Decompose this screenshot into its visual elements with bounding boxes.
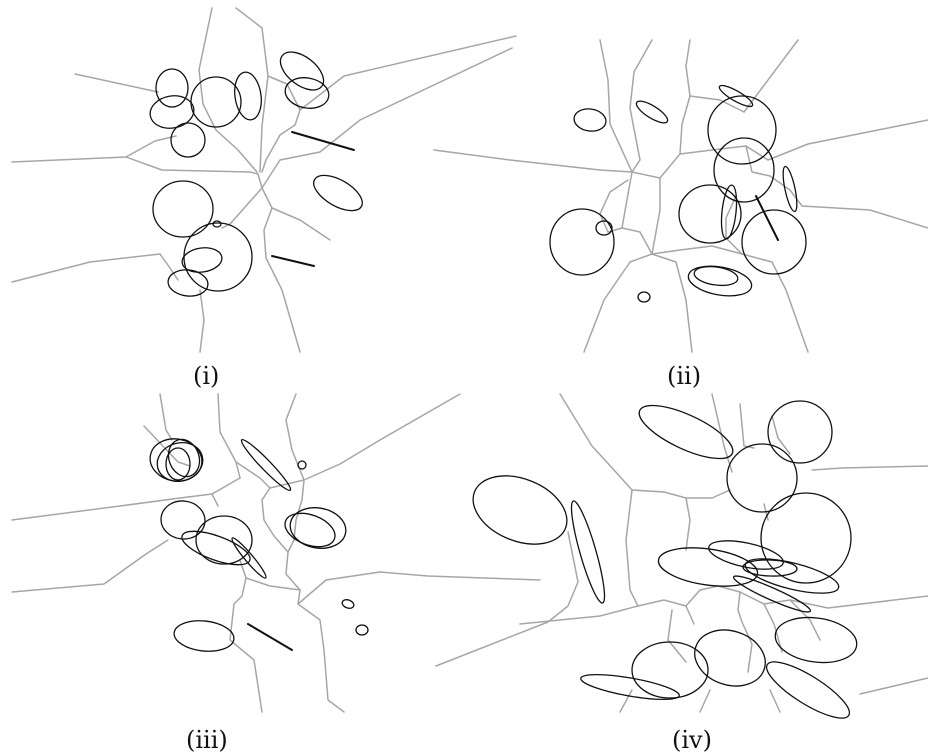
panel-i-caption: (i) bbox=[193, 362, 219, 390]
panel-iv: (iv) bbox=[435, 393, 928, 754]
panel-ii: (ii) bbox=[433, 39, 928, 390]
panel-iii-ellipse-sites bbox=[149, 438, 369, 652]
panel-ii-voronoi-edges bbox=[433, 39, 928, 353]
panel-iii: (iii) bbox=[11, 393, 541, 754]
panel-ii-ellipse-sites bbox=[549, 84, 807, 303]
panel-i-voronoi-edges bbox=[11, 7, 517, 353]
panel-iv-ellipse-sites bbox=[472, 400, 858, 719]
panel-ii-caption: (ii) bbox=[667, 362, 701, 390]
panel-iii-caption: (iii) bbox=[186, 726, 228, 754]
panel-i-ellipse-sites bbox=[149, 51, 363, 297]
panel-iv-caption: (iv) bbox=[672, 726, 712, 754]
panel-iii-voronoi-edges bbox=[11, 393, 541, 713]
panel-iv-voronoi-edges bbox=[435, 393, 928, 713]
panel-i: (i) bbox=[11, 7, 517, 390]
